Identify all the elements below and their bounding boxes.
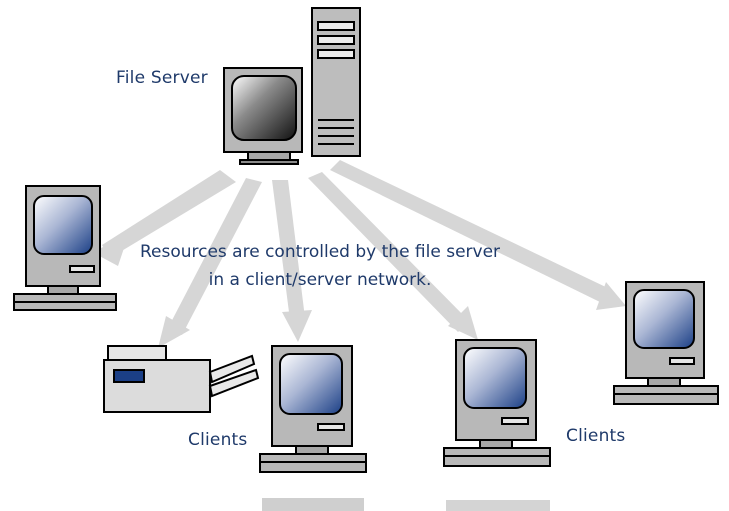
clients-label-right: Clients xyxy=(566,426,626,446)
arrow-to-printer xyxy=(168,178,262,335)
caption-line-2: in a client/server network. xyxy=(208,270,432,290)
arrow-head-far-right-client xyxy=(596,282,626,310)
caption-line-1: Resources are controlled by the file ser… xyxy=(139,242,501,262)
diagram-caption: Resources are controlled by the file ser… xyxy=(110,238,530,294)
arrow-head-center-client xyxy=(282,310,312,342)
server-monitor xyxy=(223,67,303,165)
file-server xyxy=(223,7,361,165)
arrow-to-far-right-client xyxy=(330,160,612,304)
arrow-head-printer xyxy=(158,316,190,348)
client-computer-left xyxy=(13,185,117,311)
arrow-down-right-fragment xyxy=(446,500,550,511)
client-computer-center xyxy=(259,345,367,473)
arrow-to-center-client xyxy=(272,180,305,320)
arrow-down-left-fragment xyxy=(262,498,364,511)
client-computer-far-right xyxy=(613,281,719,405)
arrow-to-left-client xyxy=(102,170,236,258)
arrow-head-left-client xyxy=(92,236,128,266)
arrow-head-right-center-client xyxy=(448,306,478,340)
arrow-to-right-center-client xyxy=(308,172,470,332)
server-tower xyxy=(311,7,361,157)
printer xyxy=(103,345,260,413)
file-server-label: File Server xyxy=(116,68,208,88)
clients-label-left: Clients xyxy=(188,430,248,450)
client-computer-right-center xyxy=(443,339,551,467)
connection-arrows xyxy=(92,160,626,511)
